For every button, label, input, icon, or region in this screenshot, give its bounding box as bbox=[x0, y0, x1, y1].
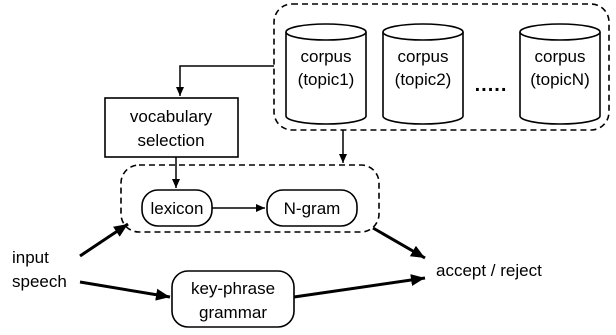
model-group-box bbox=[120, 164, 380, 233]
lexicon-box: lexicon bbox=[141, 189, 213, 227]
keyphrase-line2: grammar bbox=[199, 303, 267, 322]
corpus-topicN: corpus (topicN) bbox=[519, 23, 601, 125]
vocabulary-selection-box: vocabulary selection bbox=[104, 97, 239, 158]
output-label: accept / reject bbox=[436, 261, 542, 280]
input-line2: speech bbox=[12, 272, 67, 291]
corpus-topic2-line1: corpus bbox=[397, 47, 448, 66]
corpus-group-box bbox=[273, 3, 610, 131]
arrow-input-to-models bbox=[79, 222, 129, 258]
arrow-keyphrase-to-output bbox=[293, 274, 426, 299]
lexicon-label: lexicon bbox=[151, 199, 204, 218]
corpus-topicN-line2: (topicN) bbox=[530, 70, 590, 89]
ngram-box: N-gram bbox=[266, 189, 358, 227]
vocab-line1: vocabulary bbox=[130, 107, 213, 126]
corpus-topic2-line2: (topic2) bbox=[395, 70, 452, 89]
arrow-corpus-to-vocab bbox=[176, 65, 274, 96]
keyphrase-line1: key-phrase bbox=[191, 279, 275, 298]
arrow-models-to-output bbox=[372, 226, 426, 260]
corpus-topic1: corpus (topic1) bbox=[285, 23, 367, 125]
arrow-input-to-keyphrase bbox=[79, 280, 171, 301]
corpus-topicN-line1: corpus bbox=[534, 47, 585, 66]
ngram-label: N-gram bbox=[284, 199, 341, 218]
corpus-topic1-line1: corpus bbox=[300, 47, 351, 66]
vocab-line2: selection bbox=[137, 131, 204, 150]
input-line1: input bbox=[12, 248, 49, 267]
corpus-topic1-line2: (topic1) bbox=[298, 70, 355, 89]
keyphrase-grammar-box: key-phrase grammar bbox=[171, 270, 295, 328]
corpus-ellipsis: ..... bbox=[475, 74, 508, 96]
corpus-topic2: corpus (topic2) bbox=[382, 23, 464, 125]
